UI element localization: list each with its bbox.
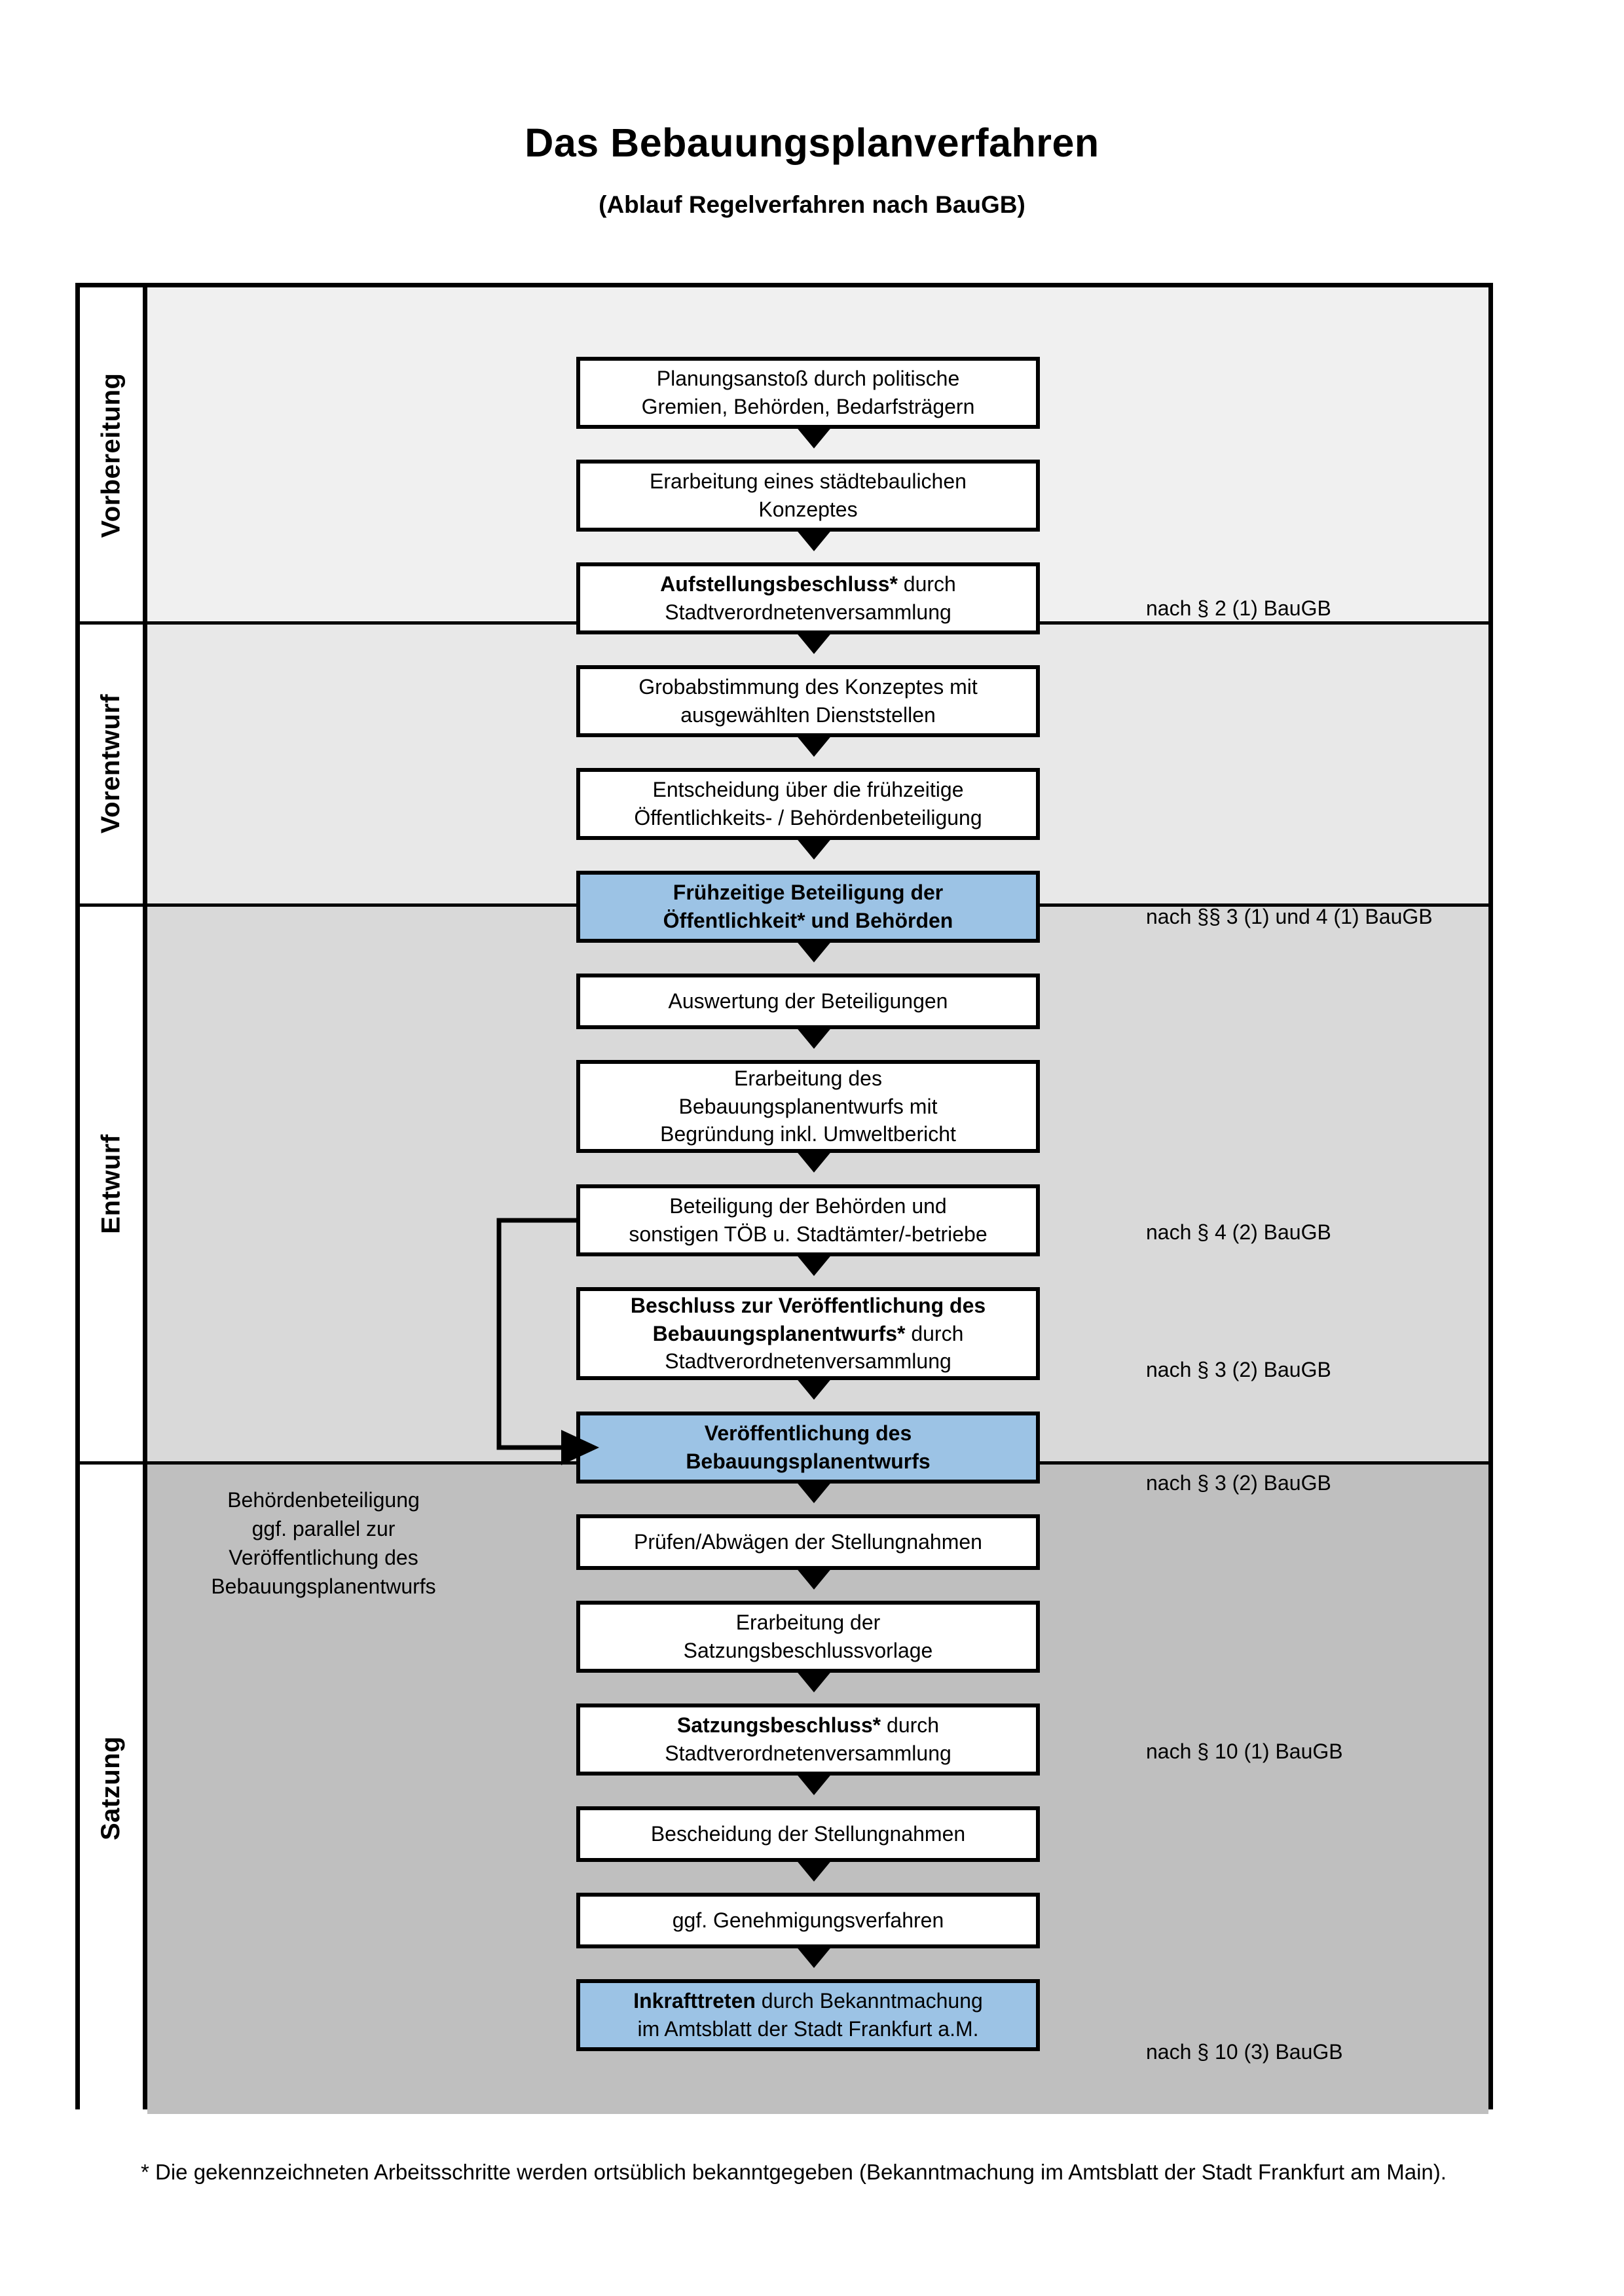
- process-step-bescheidung-stellungnahmen[interactable]: Bescheidung der Stellungnahmen: [576, 1806, 1040, 1862]
- process-step-pruefen-abwaegen[interactable]: Prüfen/Abwägen der Stellungnahmen: [576, 1514, 1040, 1570]
- legal-reference-fruehzeitige-beteiligung: nach §§ 3 (1) und 4 (1) BauGB: [1146, 905, 1433, 928]
- legal-reference-aufstellungsbeschluss: nach § 2 (1) BauGB: [1146, 596, 1331, 620]
- footnote: * Die gekennzeichneten Arbeitsschritte w…: [141, 2160, 1447, 2184]
- page-subtitle: (Ablauf Regelverfahren nach BauGB): [599, 191, 1025, 219]
- side-note-line: ggf. parallel zur: [251, 1517, 396, 1541]
- side-note-line: Veröffentlichung des: [229, 1546, 418, 1570]
- side-note-line: Bebauungsplanentwurfs: [211, 1575, 436, 1599]
- sidebar-divider: [143, 287, 147, 2105]
- legal-reference-beteiligung-behoerden: nach § 4 (2) BauGB: [1146, 1220, 1331, 1244]
- side-note-line: Behördenbeteiligung: [227, 1488, 420, 1512]
- page-header: Das Bebauungsplanverfahren (Ablauf Regel…: [0, 0, 1624, 219]
- process-step-auswertung-beteiligungen[interactable]: Auswertung der Beteiligungen: [576, 974, 1040, 1029]
- phase-label-vorbereitung: Vorbereitung: [80, 287, 143, 623]
- phase-label-text: Vorbereitung: [96, 373, 126, 538]
- phase-label-text: Vorentwurf: [96, 693, 126, 834]
- phase-label-text: Entwurf: [96, 1133, 126, 1234]
- process-step-label: Bescheidung der Stellungnahmen: [650, 1822, 966, 1846]
- process-step-label: ggf. Genehmigungsverfahren: [672, 1908, 944, 1933]
- phase-label-entwurf: Entwurf: [80, 905, 143, 1463]
- legal-reference-veroeffentlichung: nach § 3 (2) BauGB: [1146, 1471, 1331, 1495]
- phase-label-text: Satzung: [96, 1736, 126, 1841]
- process-step-label: Prüfen/Abwägen der Stellungnahmen: [634, 1530, 982, 1554]
- process-step-label: Auswertung der Beteiligungen: [668, 989, 948, 1013]
- legal-reference-beschluss-veroeffentlichung: nach § 3 (2) BauGB: [1146, 1358, 1331, 1381]
- legal-reference-satzungsbeschluss: nach § 10 (1) BauGB: [1146, 1740, 1343, 1763]
- phase-label-vorentwurf: Vorentwurf: [80, 623, 143, 905]
- process-step-genehmigungsverfahren[interactable]: ggf. Genehmigungsverfahren: [576, 1893, 1040, 1948]
- legal-reference-inkrafttreten: nach § 10 (3) BauGB: [1146, 2040, 1343, 2064]
- page-title: Das Bebauungsplanverfahren: [525, 120, 1099, 165]
- phase-label-satzung: Satzung: [80, 1463, 143, 2114]
